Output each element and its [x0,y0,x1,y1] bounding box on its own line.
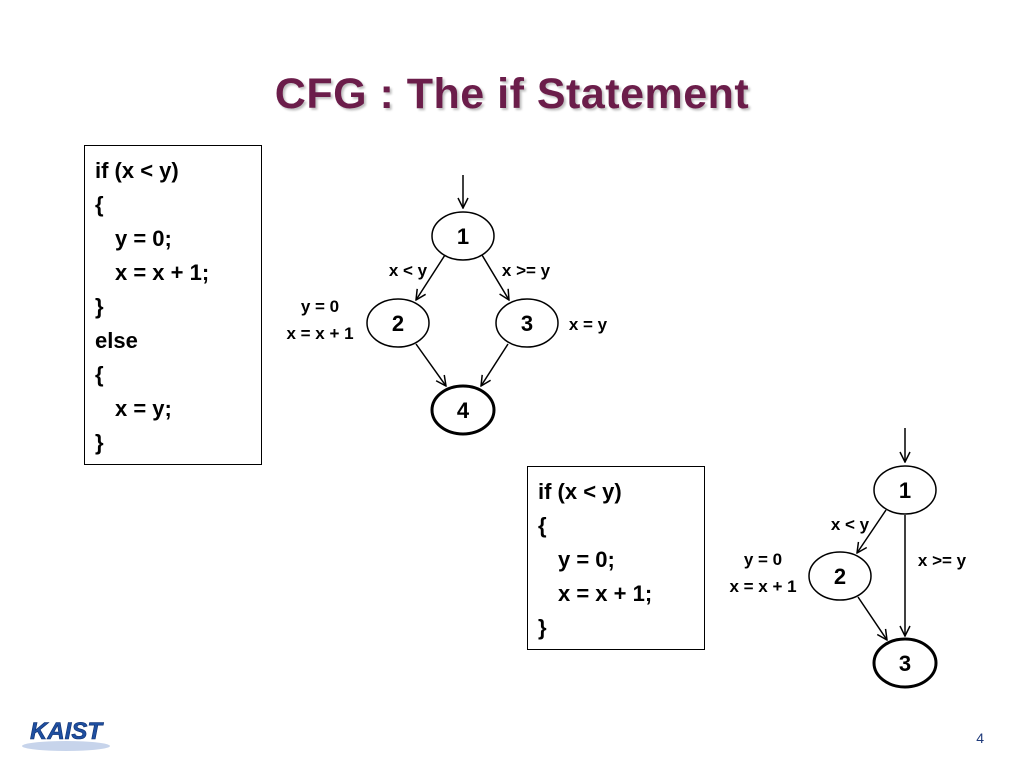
code-line: if (x < y) [95,158,179,183]
cfg-if-else: 1 2 3 4 x < y x >= y y = 0 x = x + 1 x =… [286,175,608,436]
node-3 [495,298,559,348]
code-line: { [95,192,104,217]
code-line: } [95,294,104,319]
code-line: y = 0; [558,547,615,572]
cfg-if: 1 2 3 x < y x >= y y = 0 x = x + 1 [729,428,967,689]
node-2 [366,298,430,348]
edge-label-x-ge-y: x >= y [918,551,967,570]
node-1 [431,211,495,261]
code-line: x = x + 1; [558,581,653,606]
edge-1-2 [857,509,887,553]
node-2-label: 2 [834,564,846,589]
node-2-stmt-2: x = x + 1 [729,577,796,596]
node-1-label: 1 [457,224,469,249]
edge-2-3 [857,596,887,640]
node-1 [873,465,937,515]
node-2-stmt-2: x = x + 1 [286,324,353,343]
node-3-label: 3 [899,651,911,676]
code-line: } [95,430,104,455]
edge-label-x-lt-y: x < y [831,515,870,534]
code-line: x = x + 1; [115,260,210,285]
code-line: y = 0; [115,226,172,251]
kaist-logo-text: KAIST [30,718,104,745]
code-line: { [95,362,104,387]
slide-title: CFG : The if Statement [274,70,750,118]
page-number: 4 [976,730,984,746]
node-2 [808,551,872,601]
code-line: x = y; [115,396,172,421]
code-line: } [538,615,547,640]
node-3-exit [872,637,938,689]
code-line: if (x < y) [538,479,622,504]
edge-2-4 [415,343,446,386]
node-1-label: 1 [899,478,911,503]
node-4-exit [430,384,496,436]
code-line: else [95,328,138,353]
edge-label-x-ge-y: x >= y [502,261,551,280]
node-3-label: 3 [521,311,533,336]
kaist-logo: KAIST [22,718,110,751]
edge-label-x-lt-y: x < y [389,261,428,280]
node-2-stmt-1: y = 0 [744,550,782,569]
node-4-label: 4 [457,398,470,423]
code-block-if-else: if (x < y) { y = 0; x = x + 1; } else { … [84,145,262,465]
edge-1-3 [481,254,509,300]
code-block-if: if (x < y) { y = 0; x = x + 1; } [527,466,705,650]
edge-3-4 [481,343,509,386]
node-2-label: 2 [392,311,404,336]
code-line: { [538,513,547,538]
edge-1-2 [416,254,446,300]
node-2-stmt-1: y = 0 [301,297,339,316]
node-3-stmt: x = y [569,315,608,334]
